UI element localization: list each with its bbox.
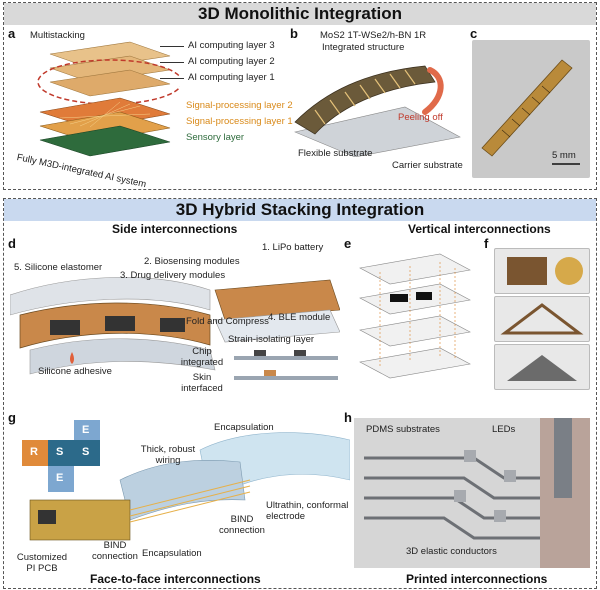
hybrid-section: 3D Hybrid Stacking Integration — [3, 198, 597, 589]
h-pdms-substrates-label: PDMS substrates — [366, 424, 440, 435]
biosensing-label: 2. Biosensing modules — [144, 256, 240, 267]
h-leds-label: LEDs — [492, 424, 516, 435]
face-to-face-interconnections-title: Face-to-face interconnections — [90, 572, 261, 586]
b-structure-line1: MoS2 1T-WSe2/h-BN 1R — [320, 30, 427, 41]
g-thick-wiring-label: Thick, robust wiring — [140, 444, 196, 466]
puzzle-letter-r: R — [30, 446, 38, 458]
printed-interconnections-title: Printed interconnections — [406, 572, 548, 586]
b-structure-line2: Integrated structure — [322, 42, 405, 53]
ai-layer-3-label: AI computing layer 3 — [188, 40, 275, 51]
panel-d-device — [10, 277, 340, 375]
d-cross-section-diagram — [234, 350, 338, 380]
carrier-substrate-label: Carrier substrate — [392, 160, 463, 171]
vertical-interconnections-title: Vertical interconnections — [408, 222, 551, 236]
g-ultrathin-electrode-label: Ultrathin, conformal electrode — [266, 500, 349, 522]
panel-f-label: f — [484, 236, 489, 251]
ble-module-label: 4. BLE module — [268, 312, 331, 323]
panel-b-label: b — [290, 26, 298, 41]
panel-a-layer-stack — [37, 41, 180, 157]
g-customized-pcb-label: Customized PI PCB — [16, 552, 68, 574]
panel-g-label: g — [8, 410, 16, 425]
c-scale-bar-label: 5 mm — [552, 150, 576, 161]
h-printed-photo — [354, 418, 590, 568]
panel-e-label: e — [344, 236, 352, 251]
g-encapsulation-bottom-label: Encapsulation — [142, 548, 202, 559]
panel-h-label: h — [344, 410, 352, 425]
f-top-photo — [494, 248, 590, 294]
g-bind-connection-right-label: BIND connection — [219, 514, 265, 536]
fold-compress-label: Fold and Compress — [186, 316, 269, 327]
signal-layer-1-label: Signal-processing layer 1 — [186, 116, 293, 127]
panel-e-stack-diagram — [359, 253, 471, 379]
chip-integrated-label: Chip integrated — [180, 346, 224, 368]
peeling-off-label: Peeling off — [398, 112, 443, 123]
ai-layer-1-label: AI computing layer 1 — [188, 72, 275, 83]
ai-layer-2-label: AI computing layer 2 — [188, 56, 275, 67]
flexible-substrate-label: Flexible substrate — [298, 148, 373, 159]
puzzle-letter-s2: S — [82, 446, 90, 458]
sensory-layer-label: Sensory layer — [186, 132, 245, 143]
puzzle-letter-s1: S — [56, 446, 64, 458]
silicone-elastomer-label: 5. Silicone elastomer — [14, 262, 103, 273]
drug-delivery-label: 3. Drug delivery modules — [120, 270, 226, 281]
panel-c-label: c — [470, 26, 478, 41]
monolithic-title: 3D Monolithic Integration — [4, 3, 596, 25]
panel-b-flexible-device — [294, 65, 461, 157]
panel-a-label: a — [8, 26, 16, 41]
multistacking-label: Multistacking — [30, 30, 85, 41]
monolithic-section: 3D Monolithic Integration — [3, 2, 597, 190]
strain-isolating-label: Strain-isolating layer — [228, 334, 315, 345]
skin-interfaced-label: Skin interfaced — [181, 372, 223, 394]
puzzle-letter-e-bottom: E — [56, 472, 64, 484]
g-encapsulation-top-label: Encapsulation — [214, 422, 274, 433]
g-puzzle-graphic — [22, 420, 100, 492]
silicone-adhesive-label: Silicone adhesive — [38, 366, 112, 377]
f-bottom-photo — [494, 344, 590, 390]
f-middle-photo — [494, 296, 590, 342]
h-3d-elastic-conductors-label: 3D elastic conductors — [406, 546, 497, 557]
hybrid-title: 3D Hybrid Stacking Integration — [4, 199, 596, 221]
lipo-battery-label: 1. LiPo battery — [262, 242, 324, 253]
g-bind-connection-left-label: BIND connection — [92, 540, 138, 562]
puzzle-letter-e-top: E — [82, 424, 90, 436]
panel-d-label: d — [8, 236, 16, 251]
panel-c-photo: 5 mm — [472, 40, 590, 178]
g-device-drawing — [29, 432, 350, 541]
side-interconnections-title: Side interconnections — [112, 222, 238, 236]
signal-layer-2-label: Signal-processing layer 2 — [186, 100, 293, 111]
